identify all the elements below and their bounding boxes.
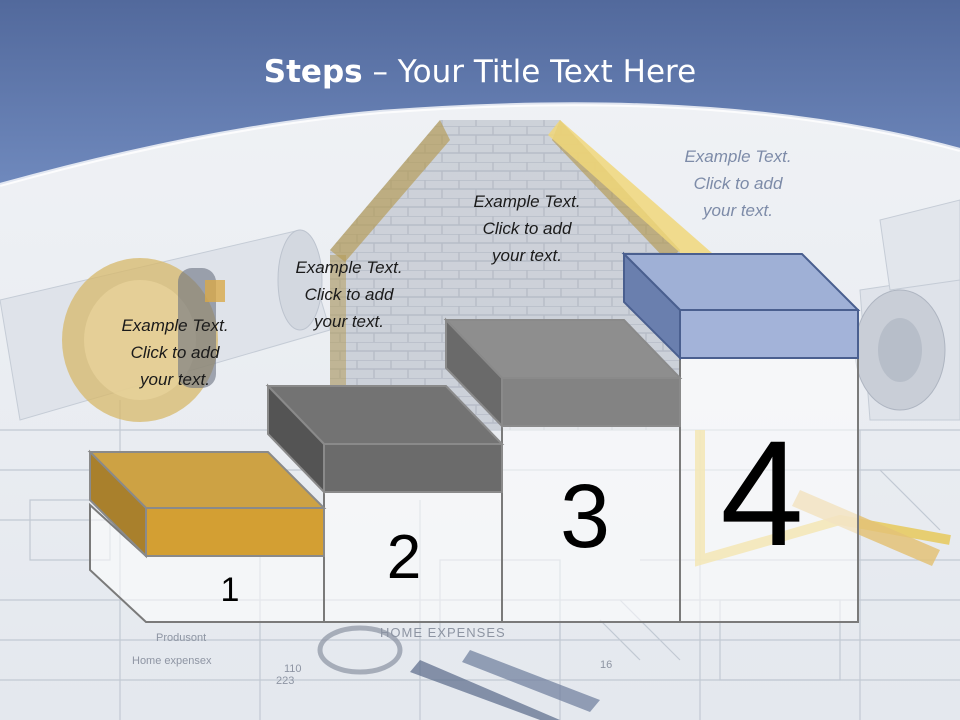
step-4-caption[interactable]: Example Text. Click to add your text. xyxy=(658,143,818,224)
bg-text-home-expensex: Home expensex xyxy=(132,655,212,667)
step-3-caption-line-3: your text. xyxy=(492,246,562,265)
slide-title: Steps – Your Title Text Here xyxy=(0,54,960,90)
step-3-caption-line-2: Click to add xyxy=(482,219,572,238)
bg-text-prodzasof: Produsont xyxy=(156,632,206,644)
keys-icon xyxy=(317,625,600,720)
step-2-caption-line-3: your text. xyxy=(314,312,384,331)
step-4-number: 4 xyxy=(720,409,804,577)
title-bold: Steps xyxy=(263,54,363,90)
step-1-caption-line-2: Click to add xyxy=(130,343,220,362)
rolled-blueprint-right-icon xyxy=(854,199,960,421)
step-2-caption-line-1: Example Text. xyxy=(295,258,403,277)
step-2-caption-line-2: Click to add xyxy=(304,285,394,304)
step-1-block xyxy=(87,449,327,559)
step-3-caption[interactable]: Example Text. Click to add your text. xyxy=(447,188,607,269)
step-4-block xyxy=(621,251,861,361)
title-rest: – Your Title Text Here xyxy=(362,54,697,90)
step-3-number: 3 xyxy=(559,467,611,567)
bg-text-110: 110 xyxy=(284,663,302,675)
step-1-number: 1 xyxy=(220,571,240,609)
step-3-caption-line-1: Example Text. xyxy=(473,192,581,211)
step-4-caption-line-2: Click to add xyxy=(693,174,783,193)
header-band xyxy=(0,0,960,185)
step-2-block xyxy=(265,383,505,495)
step-4-caption-line-1: Example Text. xyxy=(684,147,792,166)
step-1-caption-line-1: Example Text. xyxy=(121,316,229,335)
tape-measure-icon xyxy=(62,258,225,422)
step-1-caption-line-3: your text. xyxy=(140,370,210,389)
step-4-caption-line-3: your text. xyxy=(703,201,773,220)
bg-text-223: 223 xyxy=(276,675,294,687)
step-3-block xyxy=(443,317,683,429)
bg-text-16: 16 xyxy=(600,659,612,671)
step-2-caption[interactable]: Example Text. Click to add your text. xyxy=(269,254,429,335)
step-1-caption[interactable]: Example Text. Click to add your text. xyxy=(95,312,255,393)
step-2-number: 2 xyxy=(386,523,422,592)
bg-text-home-expenses: HOME EXPENSES xyxy=(380,625,506,640)
